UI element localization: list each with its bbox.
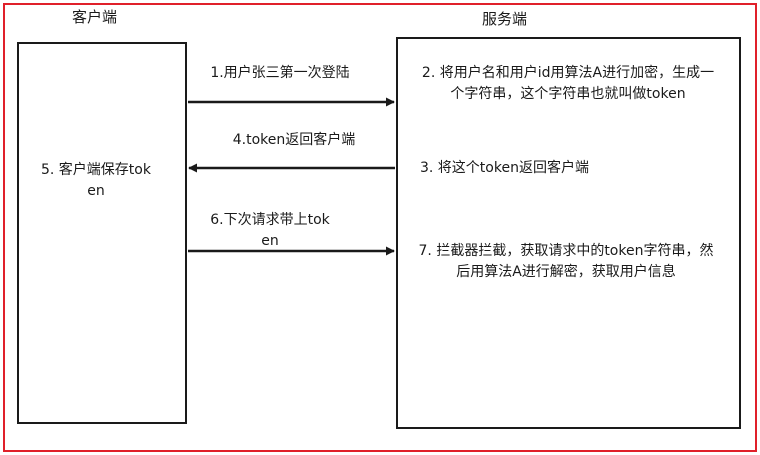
server-header: 服务端 — [482, 10, 528, 28]
client-header: 客户端 — [72, 8, 118, 26]
server-step3-text: 3. 将这个token返回客户端 — [420, 160, 589, 176]
diagram-frame — [3, 3, 757, 452]
server-step2-text: 2. 将用户名和用户id用算法A进行加密，生成一个字符串，这个字符串也就叫做to… — [421, 65, 715, 102]
arrow-step1-label: 1.用户张三第一次登陆 — [210, 65, 350, 81]
client-save-token-text: 5. 客户端保存token — [41, 162, 151, 199]
server-box — [396, 37, 741, 429]
client-box — [17, 42, 187, 424]
server-step7-text: 7. 拦截器拦截，获取请求中的token字符串，然后用算法A进行解密，获取用户信… — [418, 243, 714, 280]
arrow-step4-label: 4.token返回客户端 — [232, 132, 356, 148]
arrow-step6-label: 6.下次请求带上token — [210, 212, 330, 249]
